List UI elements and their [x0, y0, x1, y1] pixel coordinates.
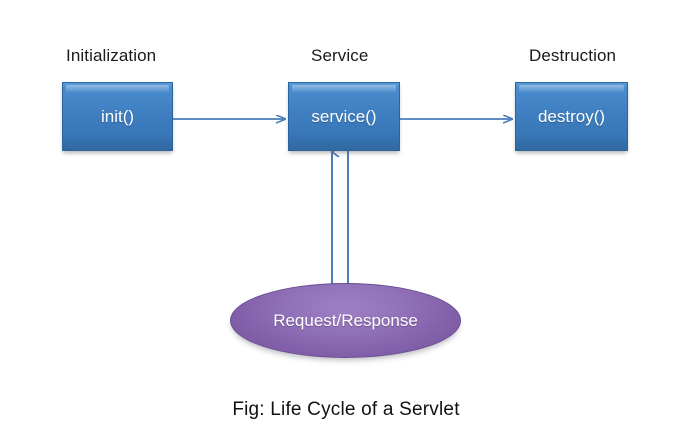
node-destroy-label: destroy()	[537, 106, 606, 126]
node-service-box[interactable]: service()	[288, 82, 400, 151]
phase-label-service: Service	[311, 46, 369, 65]
node-init-box[interactable]: init()	[62, 82, 173, 151]
node-service-label: service()	[311, 106, 377, 126]
node-request-response-label: Request/Response	[273, 310, 418, 330]
phase-label-destruction: Destruction	[529, 46, 617, 65]
node-init-label: init()	[100, 106, 135, 126]
node-destroy-box[interactable]: destroy()	[515, 82, 628, 151]
figure-caption: Fig: Life Cycle of a Servlet	[232, 399, 460, 420]
phase-label-initialization: Initialization	[66, 46, 157, 65]
node-request-response-ellipse[interactable]: Request/Response	[230, 283, 461, 358]
